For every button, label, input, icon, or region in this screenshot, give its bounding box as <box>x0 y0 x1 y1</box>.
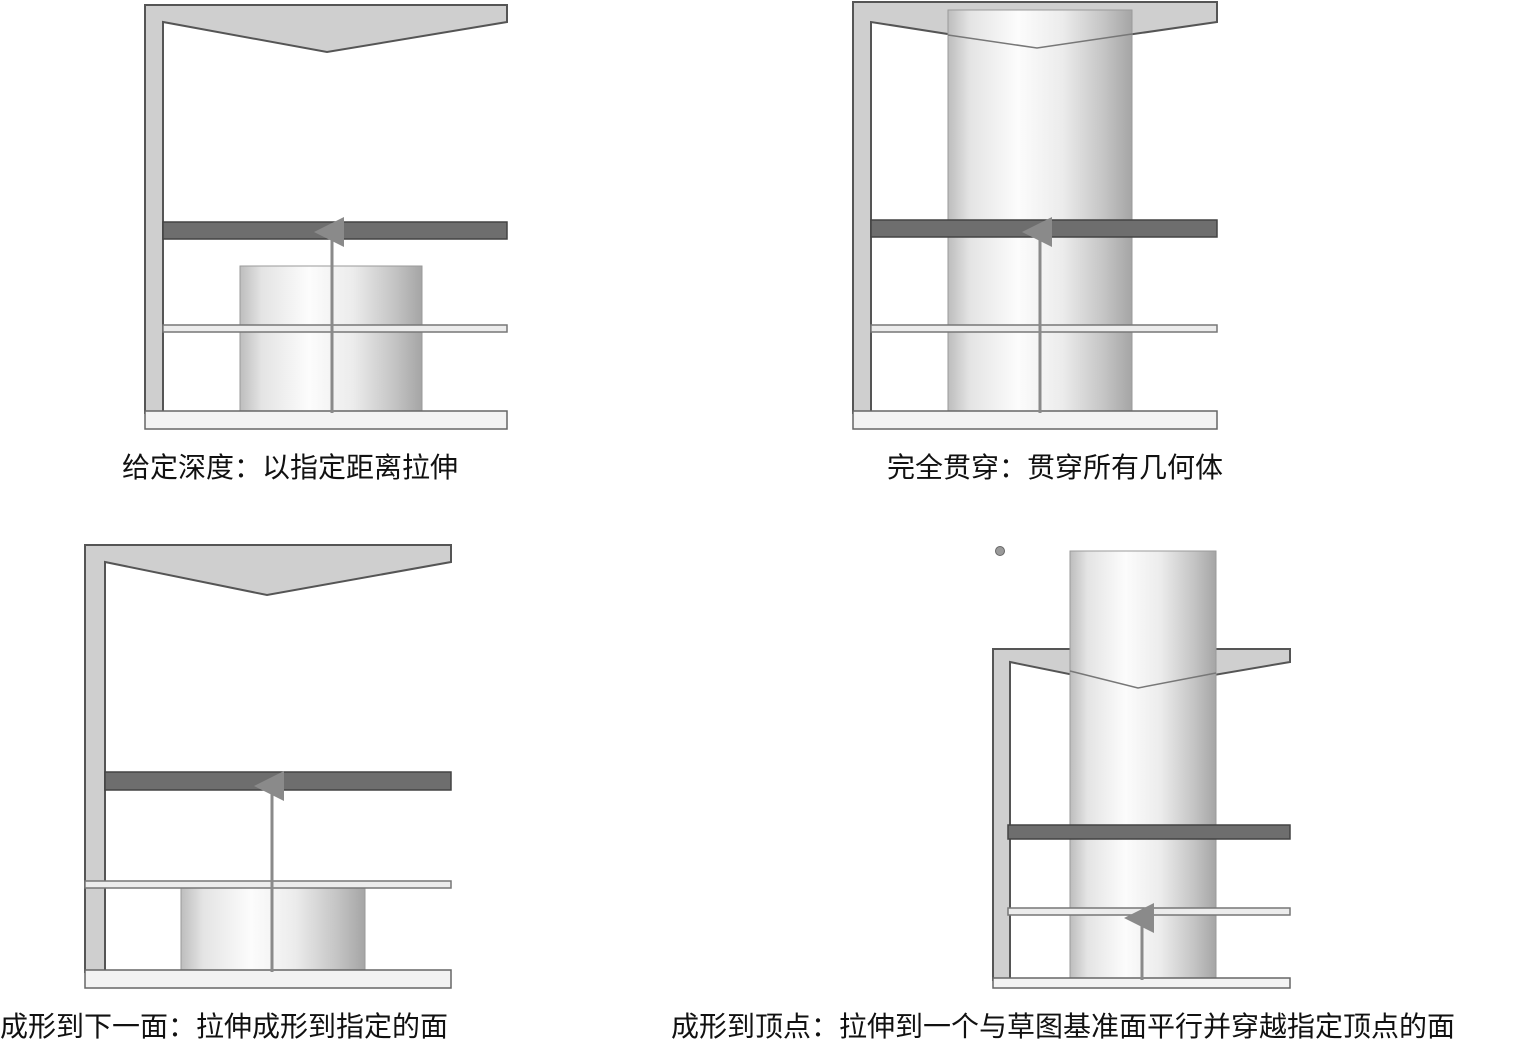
caption-through-all: 完全贯穿：贯穿所有几何体 <box>887 451 1224 484</box>
target-plate <box>1007 824 1291 840</box>
base-plate <box>144 410 508 430</box>
frame-v-edge <box>1069 670 1217 689</box>
caption-up-to-next: 成形到下一面：拉伸成形到指定的面 <box>0 1010 449 1043</box>
panel-up-to-next <box>84 544 452 989</box>
panel-up-to-vertex <box>992 546 1291 989</box>
middle-plate <box>1007 907 1291 916</box>
caption-blind-depth: 给定深度：以指定距离拉伸 <box>122 451 459 484</box>
middle-plate <box>870 324 1218 333</box>
caption-up-to-vertex: 成形到顶点：拉伸到一个与草图基准面平行并穿越指定顶点的面 <box>671 1010 1456 1043</box>
base-plate <box>84 969 452 989</box>
middle-plate <box>84 880 452 889</box>
target-plate <box>162 221 508 240</box>
target-vertex-point <box>995 546 1005 556</box>
panel-blind-depth <box>144 4 508 430</box>
target-plate <box>104 771 452 791</box>
middle-plate <box>162 324 508 333</box>
target-plate <box>870 219 1218 238</box>
frame-v-edge <box>947 33 1133 49</box>
base-plate <box>852 410 1218 430</box>
panel-through-all <box>852 1 1218 430</box>
